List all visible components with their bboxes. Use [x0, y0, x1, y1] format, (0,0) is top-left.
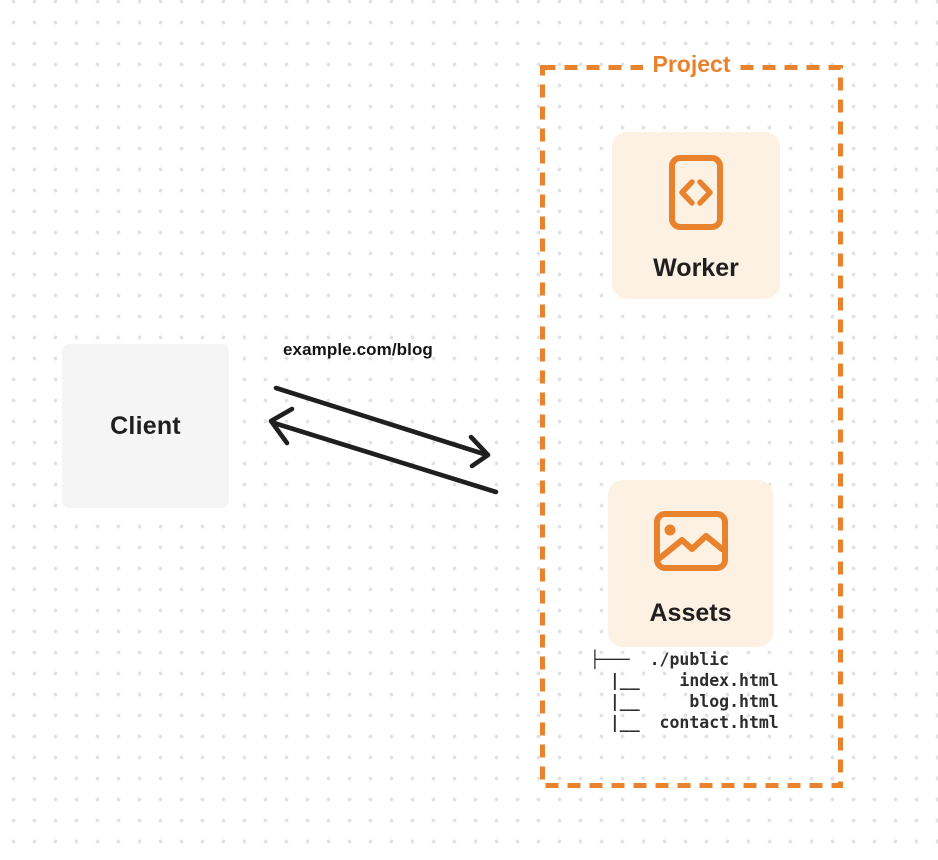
- worker-card: Worker: [612, 132, 780, 299]
- assets-file-tree: ├─── ./public |__ index.html |__ blog.ht…: [590, 650, 779, 732]
- assets-card: Assets: [608, 480, 773, 647]
- image-icon: [653, 511, 728, 571]
- assets-label: Assets: [649, 599, 732, 627]
- worker-label: Worker: [653, 254, 739, 282]
- client-box: Client: [62, 344, 229, 508]
- client-label: Client: [110, 411, 181, 440]
- request-arrow: [273, 385, 491, 469]
- project-dashed-border: [540, 65, 843, 788]
- response-arrow: [268, 406, 499, 495]
- project-box: Project Worker Assets ├─── ./public |__ …: [540, 51, 843, 788]
- request-url-label: example.com/blog: [283, 340, 433, 359]
- project-title: Project: [642, 51, 741, 78]
- code-file-icon: [669, 155, 723, 230]
